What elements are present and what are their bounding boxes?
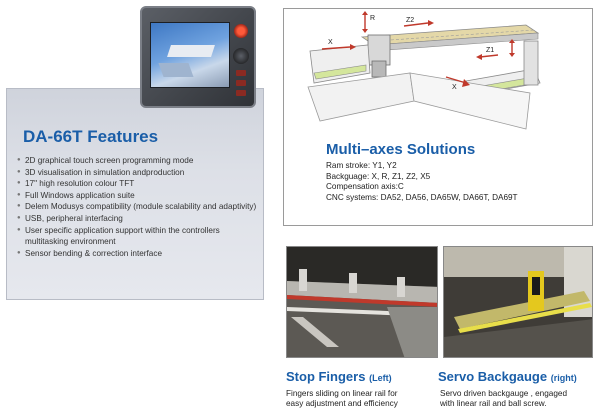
stop-fingers-photo xyxy=(286,246,438,358)
stop-fingers-desc-line: easy adjustment and efficiency xyxy=(286,399,398,409)
servo-title: Servo Backgauge (right) xyxy=(438,369,577,384)
axis-label-z2: Z2 xyxy=(406,17,414,24)
axis-label-x-left: X xyxy=(328,39,333,46)
stop-fingers-desc-line: Fingers sliding on linear rail for xyxy=(286,389,398,398)
feature-item: 2D graphical touch screen programming mo… xyxy=(17,155,261,167)
axes-info-line: Compensation axis:C xyxy=(326,182,404,192)
feature-item: User specific application support within… xyxy=(17,225,261,248)
axis-label-z1: Z1 xyxy=(486,47,494,54)
multi-axes-box: R Z2 X Z1 X Multi–axes Solutions Ram str… xyxy=(283,8,593,226)
features-list: 2D graphical touch screen programming mo… xyxy=(17,155,261,259)
monitor-button xyxy=(236,70,246,76)
servo-backgauge-photo xyxy=(443,246,593,358)
controller-monitor-image xyxy=(140,6,256,108)
screen-shape xyxy=(167,45,215,57)
servo-desc: Servo driven backgauge , engaged with li… xyxy=(440,389,567,410)
feature-item: Delem Modusys compatibility (module scal… xyxy=(17,201,261,213)
screen-shape xyxy=(158,63,194,77)
servo-desc-line: Servo driven backgauge , engaged xyxy=(440,389,567,398)
stop-fingers-title-text: Stop Fingers xyxy=(286,369,366,384)
feature-item: USB, peripheral interfacing xyxy=(17,213,261,225)
servo-suffix: (right) xyxy=(550,373,577,383)
monitor-button xyxy=(236,90,246,96)
servo-title-text: Servo Backgauge xyxy=(438,369,548,384)
feature-item: 17" high resolution colour TFT xyxy=(17,178,261,190)
monitor-button xyxy=(236,80,246,86)
servo-desc-line: with linear rail and ball screw. xyxy=(440,399,547,409)
feature-item: Full Windows application suite xyxy=(17,190,261,202)
axes-info-line: Ram stroke: Y1, Y2 xyxy=(326,161,397,170)
feature-item: 3D visualisation in simulation andproduc… xyxy=(17,167,261,179)
features-panel: DA-66T Features 2D graphical touch scree… xyxy=(6,88,264,300)
feature-item: Sensor bending & correction interface xyxy=(17,248,261,260)
stop-fingers-title: Stop Fingers (Left) xyxy=(286,369,392,384)
axes-info-line: CNC systems: DA52, DA56, DA65W, DA66T, D… xyxy=(326,192,518,202)
axes-info-line: Backguage: X, R, Z1, Z2, X5 xyxy=(326,171,431,181)
axis-label-x-right: X xyxy=(452,84,457,91)
backgauge-axes-diagram: R Z2 X Z1 X xyxy=(307,11,541,130)
emergency-knob-icon xyxy=(234,24,248,38)
features-title: DA-66T Features xyxy=(23,127,159,146)
axis-label-r: R xyxy=(370,15,375,22)
axes-info: Ram stroke: Y1, Y2 Backguage: X, R, Z1, … xyxy=(326,161,518,203)
axes-title: Multi–axes Solutions xyxy=(326,141,476,158)
stop-fingers-desc: Fingers sliding on linear rail for easy … xyxy=(286,389,398,410)
stop-fingers-suffix: (Left) xyxy=(369,373,392,383)
control-knob-icon xyxy=(233,48,249,64)
monitor-screen xyxy=(150,22,230,88)
